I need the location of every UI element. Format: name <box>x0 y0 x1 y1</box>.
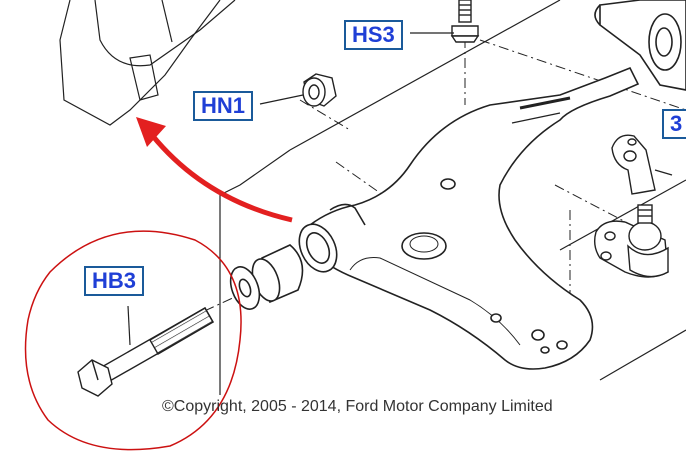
subframe-outline <box>59 0 686 395</box>
retaining-clip <box>611 134 673 195</box>
highlight-circle <box>24 230 242 451</box>
hn1-nut <box>302 73 337 107</box>
hb3-bolt <box>77 307 214 397</box>
rear-bush-mount <box>594 0 686 91</box>
direction-arrow <box>136 117 293 223</box>
callout-hn1[interactable]: HN1 <box>193 91 254 121</box>
lower-control-arm <box>309 66 640 370</box>
hs3-bolt <box>450 0 480 43</box>
ball-joint <box>593 204 669 278</box>
callout-hs3[interactable]: HS3 <box>344 20 403 50</box>
callout-hb3[interactable]: HB3 <box>84 266 145 296</box>
bush-part <box>229 244 304 310</box>
front-bush-housing <box>298 203 366 273</box>
copyright-notice: ©Copyright, 2005 - 2014, Ford Motor Comp… <box>162 398 553 415</box>
callout-leaders <box>127 32 454 346</box>
callout-3-partial[interactable]: 3 <box>662 109 686 139</box>
